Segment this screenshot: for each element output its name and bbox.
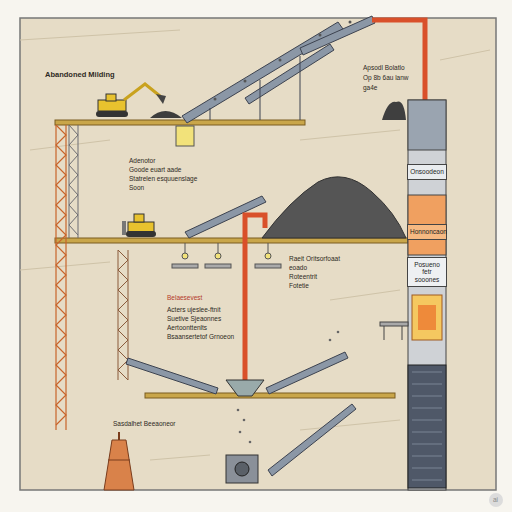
part-label: Belaesevest xyxy=(166,294,203,301)
bulldozer xyxy=(122,214,156,237)
part-label: Suetive Sjeaonnes xyxy=(166,315,222,322)
ground-panel xyxy=(20,18,496,490)
part-label: Bsaansertetof Grnoeon xyxy=(166,333,235,340)
part-label: Aertoonttenlts xyxy=(166,324,208,331)
brown-lattice-tower xyxy=(118,250,128,380)
gray-lattice-tower xyxy=(69,125,78,238)
orange-crusher-tower xyxy=(104,432,134,490)
part-label: Goode euart aade xyxy=(128,166,182,173)
ore-dots xyxy=(214,21,352,101)
shaft-section-box: Onsoodeon xyxy=(407,164,447,179)
part-label: Statrelen esquuenslage xyxy=(128,175,198,182)
top-conveyors xyxy=(182,16,375,123)
watermark: ai xyxy=(492,496,499,503)
part-label: Soon xyxy=(128,184,145,191)
excavator xyxy=(96,84,182,118)
part-label: eoado xyxy=(288,264,308,271)
side-platform xyxy=(380,322,408,340)
part-label: Raeit Oritsorfoaat xyxy=(288,255,341,262)
part-label: ga4e xyxy=(362,84,378,91)
crusher-machine xyxy=(226,455,258,483)
orange-lattice-tower xyxy=(56,125,66,430)
hopper xyxy=(226,380,264,396)
part-label: Roteentrit xyxy=(288,273,318,280)
hanging-lamps xyxy=(172,243,281,268)
red-pipe xyxy=(372,20,425,100)
shaft-section-box: Honnoncaon xyxy=(407,224,447,239)
box-text: Posueno fetr sooones xyxy=(410,261,444,283)
part-label: Apsodl Bolatlo xyxy=(362,64,406,71)
red-pipe xyxy=(245,215,265,380)
part-label: Fotetie xyxy=(288,282,310,289)
part-label: Op 8b 6au lanw xyxy=(362,74,410,81)
box-text: Honnoncaon xyxy=(410,228,444,235)
part-label: Sasdalhet Beeaoneor xyxy=(112,420,177,427)
part-label: Acters ujeslee-ftnit xyxy=(166,306,221,313)
shaft-column xyxy=(408,100,446,490)
ore-pile xyxy=(382,101,406,120)
hanging-box xyxy=(176,126,194,146)
watermark-badge xyxy=(489,493,503,507)
ore-dots xyxy=(237,331,340,444)
shaft-section-box: Posueno fetr sooones xyxy=(407,257,447,287)
part-label: Adenotor xyxy=(128,157,156,164)
coal-pile xyxy=(262,177,406,238)
diagram-title: Abandoned Milding xyxy=(44,70,116,79)
floor-beams xyxy=(55,120,408,398)
box-text: Onsoodeon xyxy=(410,168,444,175)
